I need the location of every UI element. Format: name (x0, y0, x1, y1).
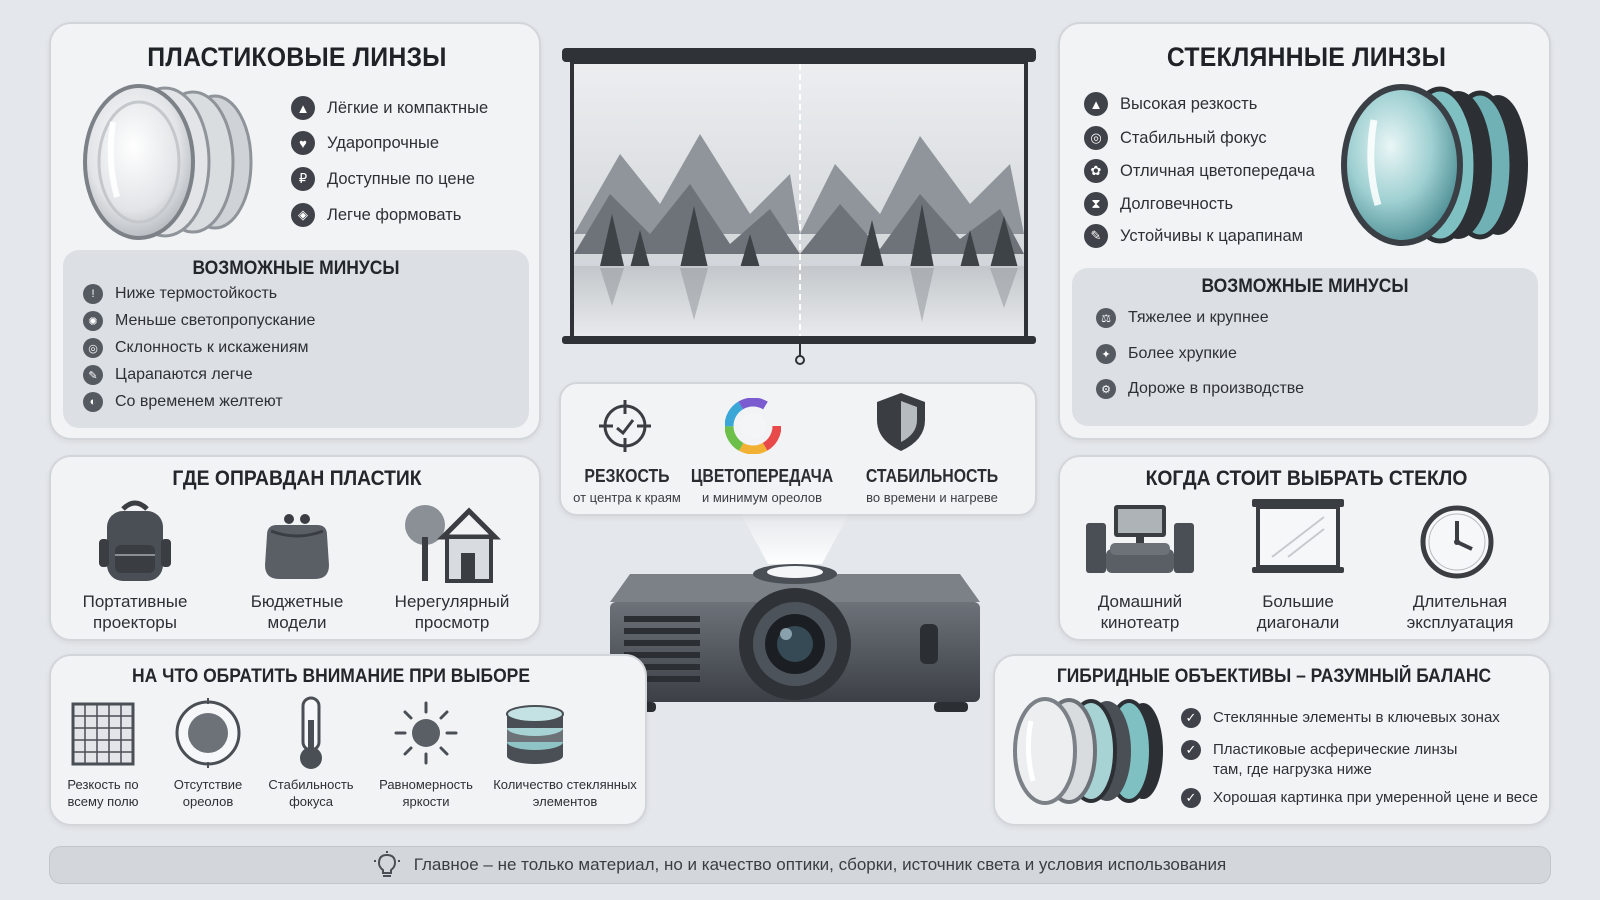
hybrid-item-2: ✓ Хорошая картинка при умеренной цене и … (1181, 788, 1551, 808)
plastic-con-0: ! Ниже термостойкость (83, 284, 277, 304)
glass-lenses-panel: СТЕКЛЯННЫЕ ЛИНЗЫ ▲ Высокая резкость ◎ Ст… (1058, 22, 1551, 440)
plastic-con-2: ◎ Склонность к искажениям (83, 338, 309, 358)
choose-title: НА ЧТО ОБРАТИТЬ ВНИМАНИЕ ПРИ ВЫБОРЕ (131, 666, 531, 687)
glass-con-2: ⚙ Дороже в производстве (1096, 379, 1304, 399)
yellowing-icon: ◐ (83, 392, 103, 412)
check-icon: ✓ (1181, 788, 1201, 808)
distortion-icon: ◎ (83, 338, 103, 358)
glass-use-label-2: Длительная эксплуатация (1406, 592, 1514, 632)
focus-icon: ◎ (1084, 126, 1108, 150)
glass-use-title: КОГДА СТОИТ ВЫБРАТЬ СТЕКЛО (1145, 467, 1468, 490)
plastic-pro-3: ◈ Легче формовать (291, 203, 461, 227)
plastic-cons-box: ВОЗМОЖНЫЕ МИНУСЫ ! Ниже термостойкость ✺… (63, 250, 529, 428)
plastic-use-label-2: Нерегулярный просмотр (394, 592, 510, 632)
home-theater-icon (1086, 505, 1194, 573)
plastic-con-3: ✎ Царапаются легче (83, 365, 253, 385)
scratch-icon: ✎ (83, 365, 103, 385)
glass-cons-title: ВОЗМОЖНЫЕ МИНУСЫ (1201, 276, 1409, 297)
glass-use-label-0: Домашний кинотеатр (1097, 592, 1183, 632)
glass-pro-4: ✎ Устойчивы к царапинам (1084, 224, 1303, 248)
house-icon (405, 505, 501, 583)
clock-icon (1420, 505, 1494, 579)
plastic-cons-title: ВОЗМОЖНЫЕ МИНУСЫ (192, 258, 400, 279)
heat-icon: ! (83, 284, 103, 304)
quality-sub-2: во времени и нагреве (866, 490, 998, 505)
backpack-icon (99, 500, 171, 581)
sun-icon (394, 701, 458, 765)
light-icon: ✺ (83, 311, 103, 331)
quality-sub-1: и минимум ореолов (701, 490, 822, 505)
glass-con-0: ⚖ Тяжелее и крупнее (1096, 308, 1269, 328)
glass-use-label-1: Большие диагонали (1256, 592, 1340, 632)
hybrid-item-0: ✓ Стеклянные элементы в ключевых зонах (1181, 708, 1541, 728)
choose-label-2: Стабильность фокуса (268, 777, 354, 809)
grid-icon (71, 702, 135, 766)
glass-use-panel: КОГДА СТОИТ ВЫБРАТЬ СТЕКЛО Домашний кино… (1058, 455, 1551, 641)
check-icon: ✓ (1181, 708, 1201, 728)
weight-icon: ⚖ (1096, 308, 1116, 328)
plastic-use-panel: ГДЕ ОПРАВДАН ПЛАСТИК Портативные проекто… (49, 455, 541, 641)
plastic-con-4: ◐ Со временем желтеют (83, 392, 283, 412)
hybrid-lens-icon (1013, 697, 1163, 805)
glass-pro-0: ▲ Высокая резкость (1084, 92, 1257, 116)
plastic-con-1: ✺ Меньше светопропускание (83, 311, 315, 331)
scratch-resist-icon: ✎ (1084, 224, 1108, 248)
lightbulb-icon (373, 851, 400, 877)
halo-icon (175, 698, 241, 768)
choose-panel: НА ЧТО ОБРАТИТЬ ВНИМАНИЕ ПРИ ВЫБОРЕ Резк… (49, 654, 647, 826)
quality-title-1: ЦВЕТОПЕРЕДАЧА (690, 466, 834, 486)
screen-icon (1252, 499, 1344, 573)
crosshair-icon (599, 400, 651, 452)
qualities-panel: РЕЗКОСТЬ от центра к краям ЦВЕТОПЕРЕДАЧА… (559, 382, 1037, 516)
plastic-title: ПЛАСТИКОВЫЕ ЛИНЗЫ (147, 42, 447, 72)
footer-text: Главное – не только материал, но и качес… (413, 855, 1227, 874)
plastic-use-title: ГДЕ ОПРАВДАН ПЛАСТИК (172, 467, 422, 490)
mold-icon: ◈ (291, 203, 315, 227)
price-tag-icon: ₽ (291, 167, 315, 191)
glass-pro-2: ✿ Отличная цветопередача (1084, 159, 1315, 183)
lens-stack-icon (506, 705, 564, 764)
heart-shield-icon: ♥ (291, 131, 315, 155)
plastic-lenses-panel: ПЛАСТИКОВЫЕ ЛИНЗЫ ▲ Лёгкие и компактные … (49, 22, 541, 440)
glass-pro-3: ⧗ Долговечность (1084, 192, 1233, 216)
fragile-icon: ✦ (1096, 344, 1116, 364)
plastic-use-label-1: Бюджетные модели (250, 592, 344, 632)
check-icon: ✓ (1181, 740, 1201, 760)
projector-icon (610, 512, 980, 712)
quality-title-0: РЕЗКОСТЬ (584, 466, 670, 486)
glass-cons-box: ВОЗМОЖНЫЕ МИНУСЫ ⚖ Тяжелее и крупнее ✦ Б… (1072, 268, 1538, 426)
color-wheel-icon (725, 398, 781, 454)
plastic-use-label-0: Портативные проекторы (82, 592, 188, 632)
plastic-lens-icon (83, 84, 253, 240)
hybrid-panel: ГИБРИДНЫЕ ОБЪЕКТИВЫ – РАЗУМНЫЙ БАЛАНС ✓ … (993, 654, 1551, 826)
glass-lens-icon (1341, 84, 1528, 246)
hybrid-item-1: ✓ Пластиковые асферические линзы там, гд… (1181, 740, 1481, 780)
glass-title: СТЕКЛЯННЫЕ ЛИНЗЫ (1166, 42, 1447, 72)
choose-label-3: Равномерность яркости (379, 777, 473, 809)
wallet-icon (265, 514, 329, 579)
plastic-pro-0: ▲ Лёгкие и компактные (291, 96, 488, 120)
hybrid-title: ГИБРИДНЫЕ ОБЪЕКТИВЫ – РАЗУМНЫЙ БАЛАНС (1056, 666, 1492, 687)
choose-label-1: Отсутствие ореолов (173, 777, 243, 809)
quality-title-2: СТАБИЛЬНОСТЬ (865, 466, 999, 486)
durability-icon: ⧗ (1084, 192, 1108, 216)
shield-icon (877, 393, 925, 451)
choose-label-4: Количество стеклянных элементов (493, 777, 637, 809)
quality-sub-0: от центра к краям (573, 490, 681, 505)
weight-icon: ▲ (291, 96, 315, 120)
cost-icon: ⚙ (1096, 379, 1116, 399)
glass-con-1: ✦ Более хрупкие (1096, 344, 1237, 364)
plastic-pro-2: ₽ Доступные по цене (291, 167, 475, 191)
choose-label-0: Резкость по всему полю (67, 777, 139, 809)
color-icon: ✿ (1084, 159, 1108, 183)
sharpness-icon: ▲ (1084, 92, 1108, 116)
projection-screen (562, 48, 1036, 365)
glass-pro-1: ◎ Стабильный фокус (1084, 126, 1267, 150)
plastic-pro-1: ♥ Ударопрочные (291, 131, 439, 155)
footer-bar: Главное – не только материал, но и качес… (49, 846, 1551, 884)
thermometer-icon (300, 696, 322, 769)
